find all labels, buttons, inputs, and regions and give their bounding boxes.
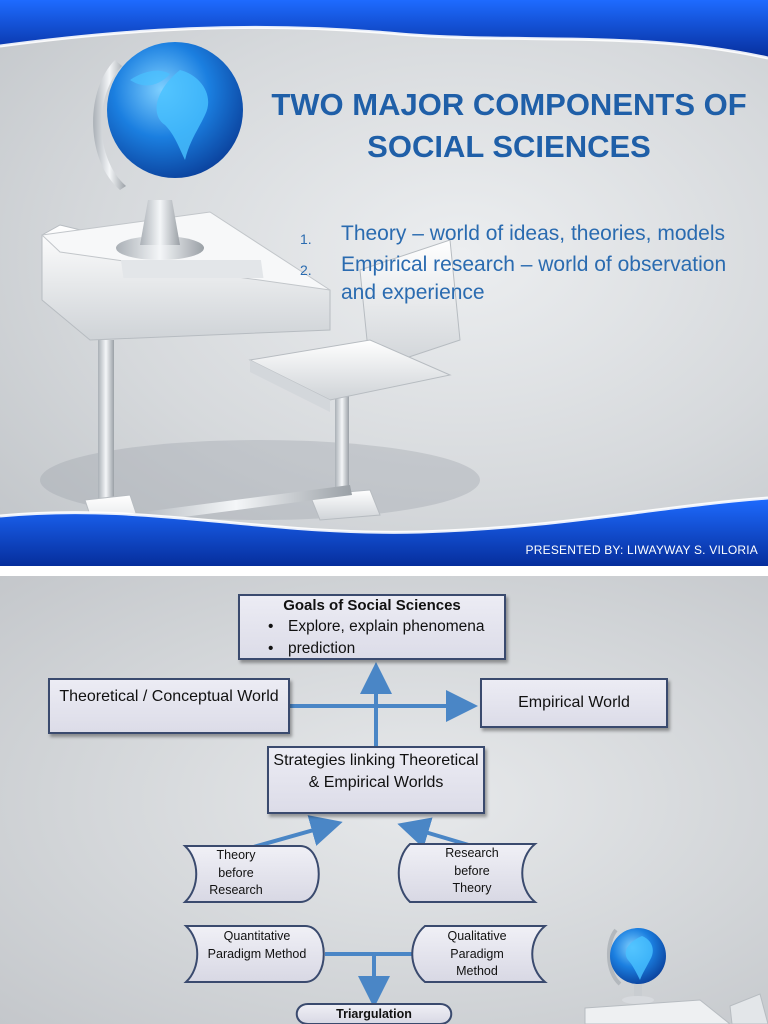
list-item: 2. Empirical research – world of observa… [300,251,740,307]
slide-1: TWO MAJOR COMPONENTS OF SOCIAL SCIENCES … [0,0,768,566]
scroll-quantitative [183,925,325,983]
component-list: 1. Theory – world of ideas, theories, mo… [300,220,740,310]
qualitative-label: Qualitative Paradigm Method [447,929,507,978]
slide-2: Goals of Social Sciences Explore, explai… [0,576,768,1024]
triangulation-label: Triargulation [336,1007,412,1021]
goals-box: Goals of Social Sciences Explore, explai… [238,594,506,660]
goals-list: Explore, explain phenomena prediction [240,616,504,660]
theoretical-world-box: Theoretical / Conceptual World [48,678,290,734]
scroll-research-before [397,843,538,903]
quantitative-label: Quantitative Paradigm Method [207,929,307,961]
goals-title: Goals of Social Sciences [283,597,461,614]
list-text: Theory – world of ideas, theories, model… [341,222,726,245]
list-item: 1. Theory – world of ideas, theories, mo… [300,220,740,248]
presenter-credit: PRESENTED BY: LIWAYWAY S. VILORIA [525,543,758,557]
scroll-triangulation [295,1003,453,1024]
slide-title: TWO MAJOR COMPONENTS OF SOCIAL SCIENCES [250,84,768,168]
arrow-theory-to-strategies [249,815,343,850]
scroll-shapes [182,843,548,1024]
bottom-wave-decoration [0,496,768,566]
desk-globe-illustration [40,42,480,546]
goals-item: Explore, explain phenomena [268,616,504,638]
scroll-theory-before [182,845,320,903]
list-number: 2. [300,262,312,278]
list-text: Empirical research – world of observatio… [341,253,727,304]
scroll-qualitative [411,925,548,983]
goals-item: prediction [268,638,504,660]
theory-before-research-label: Theory before Research [209,848,263,897]
list-number: 1. [300,231,312,247]
title-line-1: TWO MAJOR COMPONENTS OF [271,87,747,122]
small-globe-illustration [584,928,768,1024]
empirical-world-box: Empirical World [480,678,668,728]
diagram-arrows [249,662,478,1008]
arrow-research-to-strategies [397,817,473,849]
research-before-theory-label: Research before Theory [445,846,499,895]
top-wave-decoration [0,0,768,60]
strategies-box: Strategies linking Theoretical & Empiric… [267,746,485,814]
title-line-2: SOCIAL SCIENCES [367,129,651,164]
